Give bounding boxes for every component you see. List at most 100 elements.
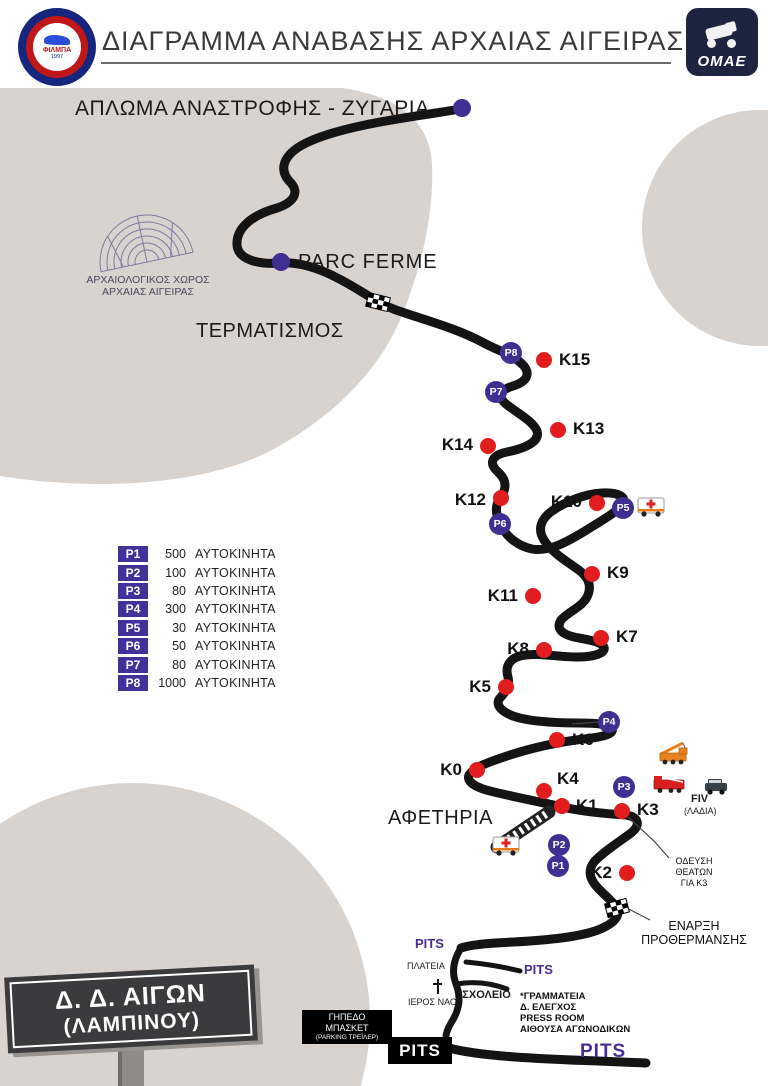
checkpoint-dot-k2 [619, 865, 635, 881]
club-logo-ring: ΦΙΛΜΠΑ 1997 [26, 16, 88, 78]
fiv-label: FIV [691, 793, 709, 805]
legend-car-count: 80 [172, 583, 186, 598]
legend-parking-code: P3 [118, 582, 148, 599]
checkpoint-dot-k7 [593, 630, 609, 646]
checkpoint-dot-k4 [536, 783, 552, 799]
checkpoint-label-k1: K1 [576, 796, 598, 815]
checkpoint-label-k3: K3 [637, 800, 659, 819]
club-wing-icon [44, 34, 70, 45]
checkpoint-dot-k9 [584, 566, 600, 582]
legend-parking-code: P1 [118, 546, 148, 563]
club-name: ΦΙΛΜΠΑ [42, 46, 72, 54]
checkpoint-label-k14: K14 [441, 435, 473, 454]
checkpoint-dot-k15 [536, 352, 552, 368]
legend-row-p1: P1 500 ΑΥΤΟΚΙΝΗΤΑ [118, 545, 276, 563]
checkpoint-dot-k3 [614, 803, 630, 819]
village-sign-inner: Δ. Δ. ΑΙΓΩΝ (ΛΑΜΠΙΝΟΥ) [9, 969, 253, 1049]
legend-parking-code: P4 [118, 601, 148, 618]
parking-marker-p8: P8 [500, 342, 522, 364]
checkpoint-label-k0: K0 [440, 760, 462, 779]
parking-marker-p3: P3 [613, 776, 635, 798]
warmup-flag-icon [603, 897, 631, 919]
parking-marker-p5: P5 [612, 497, 634, 519]
checkpoint-dot-k12 [493, 490, 509, 506]
parc-ferme-point [272, 253, 290, 271]
legend-parking-code: P6 [118, 638, 148, 655]
start-label: ΑΦΕΤΗΡΙΑ [388, 807, 493, 829]
jeep-icon [705, 779, 727, 795]
services-line-2: Δ. ΕΛΕΓΧΟΣ [520, 1002, 577, 1013]
checkpoint-label-k4: K4 [557, 769, 579, 788]
turnaround-point [453, 99, 471, 117]
pits-box: PITS [388, 1037, 452, 1064]
omae-truck-icon [700, 20, 744, 50]
basketball-court-box: ΓΗΠΕΔΟ ΜΠΑΣΚΕΤ (PARKING ΤΡΕΪΛΕΡ) [302, 1010, 392, 1044]
checkpoint-label-k8: K8 [507, 639, 529, 658]
services-line-3: PRESS ROOM [520, 1013, 585, 1024]
services-line-4: ΑΙΘΟΥΣΑ ΑΓΩΝΟΔΙΚΩΝ [520, 1024, 631, 1035]
club-logo: ΦΙΛΜΠΑ 1997 [18, 8, 96, 86]
fiv-sub-label: (ΛΑΔΙΑ) [684, 806, 717, 816]
pits-label-2: PITS [524, 962, 553, 977]
checkpoint-dot-k0 [469, 762, 485, 778]
checkpoint-label-k12: K12 [454, 490, 486, 509]
legend-car-label: ΑΥΤΟΚΙΝΗΤΑ [195, 547, 276, 562]
legend-car-label: ΑΥΤΟΚΙΝΗΤΑ [195, 675, 276, 690]
omae-logo: OMAE [686, 8, 758, 76]
pits-label-1: PITS [415, 936, 444, 951]
legend-car-label: ΑΥΤΟΚΙΝΗΤΑ [195, 639, 276, 654]
club-logo-center: ΦΙΛΜΠΑ 1997 [33, 23, 81, 71]
checkpoint-label-k10: K10 [550, 492, 582, 511]
pits-big-label: PITS [580, 1041, 627, 1062]
basket-line-2: ΜΠΑΣΚΕΤ [325, 1022, 369, 1033]
checkpoint-label-k6: K6 [572, 730, 594, 749]
school-label: *ΣΧΟΛΕΙΟ [458, 989, 511, 1001]
spectators-line-1: ΟΔΕΥΣΗ [675, 856, 713, 866]
amphitheater-icon [99, 214, 194, 273]
spectators-route-label: ΟΔΕΥΣΗ ΘΕΑΤΩΝ ΓΙΑ Κ3 [662, 856, 726, 889]
plateia-label: ΠΛΑΤΕΙΑ [407, 961, 445, 971]
parking-marker-p7: P7 [485, 381, 507, 403]
parking-marker-p2: P2 [548, 834, 570, 856]
club-year: 1997 [50, 53, 64, 60]
basket-line-1: ΓΗΠΕΔΟ [328, 1012, 366, 1022]
legend-parking-code: P7 [118, 656, 148, 673]
warmup-line-2: ΠΡΟΘΕΡΜΑΝΣΗΣ [641, 933, 747, 947]
church-label: ΙΕΡΟΣ ΝΑΟΣ [408, 997, 463, 1007]
fire-truck-icon [653, 776, 685, 793]
legend-car-count: 500 [165, 547, 186, 562]
checkpoint-label-k2: K2 [590, 863, 612, 882]
legend-parking-code: P8 [118, 674, 148, 691]
checkpoint-label-k11: K11 [487, 586, 518, 605]
ambulance-icon-start [492, 836, 520, 856]
legend-car-count: 1000 [158, 675, 186, 690]
legend-car-count: 30 [172, 620, 186, 635]
checkpoint-label-k9: K9 [607, 563, 629, 582]
checkpoint-label-k13: K13 [573, 419, 605, 438]
legend-parking-code: P2 [118, 564, 148, 581]
parking-marker-p6: P6 [489, 513, 511, 535]
checkpoint-dot-k6 [549, 732, 565, 748]
warmup-line-1: ΕΝΑΡΞΗ [668, 919, 720, 933]
legend-car-count: 100 [165, 565, 186, 580]
site-label-1: ΑΡΧΑΙΟΛΟΓΙΚΟΣ ΧΩΡΟΣ [86, 274, 210, 286]
finish-flag-icon [365, 291, 391, 313]
parc-ferme-label: PARC FERME [298, 251, 438, 273]
village-sign: Δ. Δ. ΑΙΓΩΝ (ΛΑΜΠΙΝΟΥ) [4, 964, 258, 1054]
legend-car-label: ΑΥΤΟΚΙΝΗΤΑ [195, 657, 276, 672]
legend-car-label: ΑΥΤΟΚΙΝΗΤΑ [195, 602, 276, 617]
legend-row-p8: P8 1000 ΑΥΤΟΚΙΝΗΤΑ [118, 674, 276, 692]
site-label-2: ΑΡΧΑΙΑΣ ΑΙΓΕΙΡΑΣ [101, 286, 195, 298]
village-roads [442, 944, 651, 1068]
checkpoint-dot-k8 [536, 642, 552, 658]
legend-parking-code: P5 [118, 619, 148, 636]
finish-label: ΤΕΡΜΑΤΙΣΜΟΣ [196, 320, 344, 342]
